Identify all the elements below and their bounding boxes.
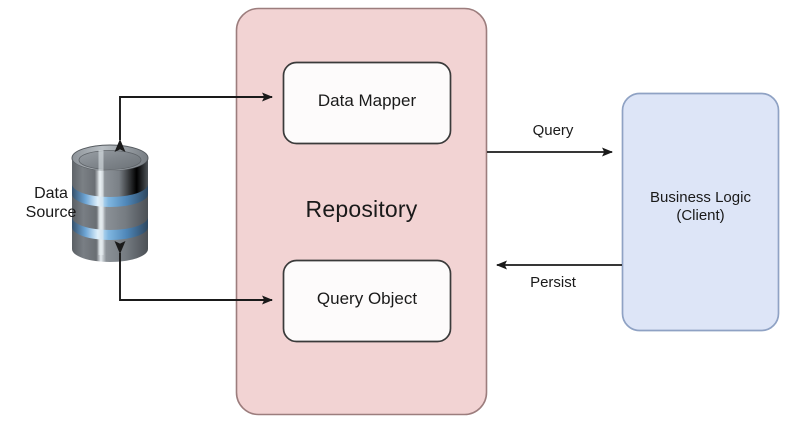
edge-data-source-query-object[interactable] [114, 241, 273, 305]
data-mapper-box[interactable] [282, 61, 452, 145]
edge-data-mapper-data-source[interactable] [114, 92, 273, 152]
business-logic-box[interactable] [621, 92, 780, 332]
query-object-box[interactable] [282, 259, 452, 343]
database-cylinder-icon[interactable] [71, 144, 149, 262]
